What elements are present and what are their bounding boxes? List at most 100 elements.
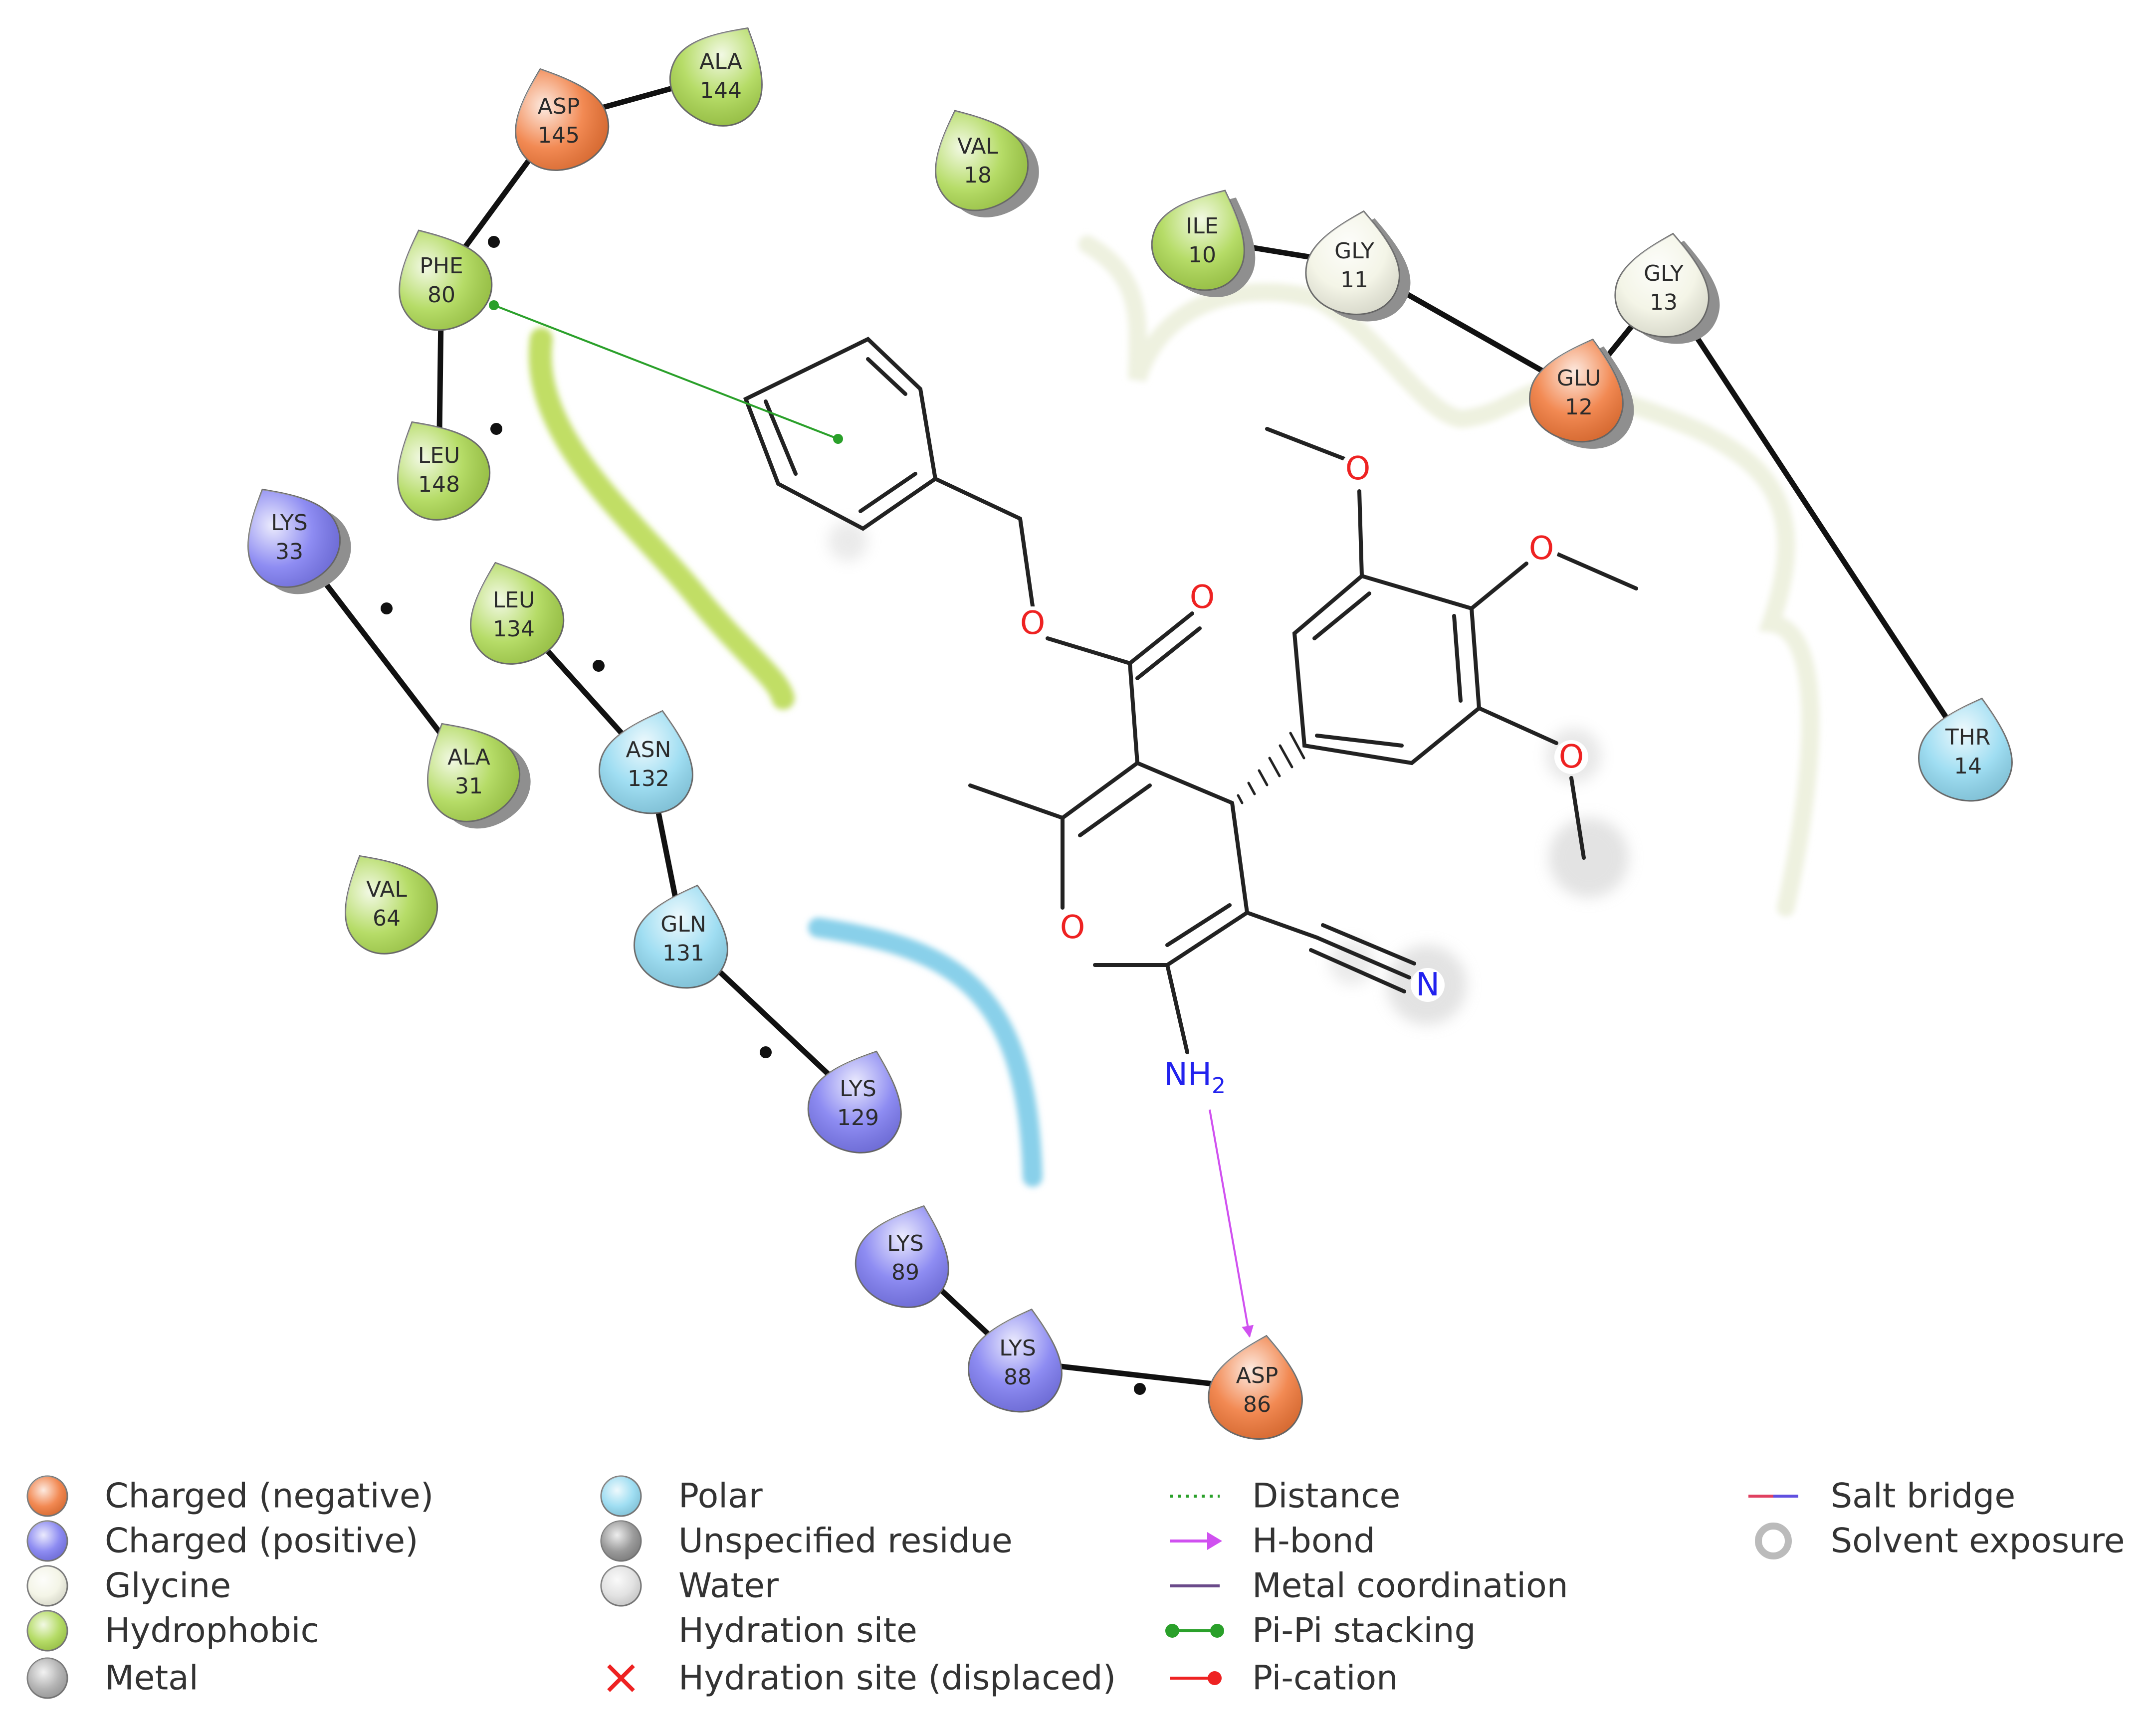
ligand-structure (743, 337, 1638, 1054)
legend-swatch-highlight (27, 1521, 67, 1561)
legend-arrow-icon (1207, 1532, 1222, 1550)
atom-backdrop (1341, 452, 1375, 486)
residue-highlight (599, 711, 693, 813)
residue-highlight (1529, 339, 1623, 442)
atom-label-o-methoxy-2: O (1529, 530, 1554, 567)
residue-highlight (470, 563, 564, 664)
legend-swatch-highlight (601, 1521, 641, 1561)
legend-item: Charged (negative) (26, 1475, 433, 1517)
residue-highlight (1306, 211, 1400, 315)
legend-item: Metal (26, 1657, 199, 1699)
residue-highlight (1919, 698, 2012, 801)
residue-name: LYS (999, 1336, 1036, 1361)
legend-label: Salt bridge (1831, 1477, 2015, 1516)
residue-name: ALA (699, 49, 742, 74)
backbone-link (1661, 284, 1971, 754)
residue-highlight (634, 885, 728, 988)
residue-highlight (1209, 1336, 1302, 1439)
residue-highlight (935, 111, 1028, 210)
legend-item: Unspecified residue (600, 1520, 1013, 1562)
backbone-node (593, 660, 605, 672)
atom-label-o-carbonyl: O (1190, 579, 1215, 616)
pocket-hydrophobic-arc (529, 328, 795, 710)
residue-highlight (1152, 191, 1245, 290)
backbone-node (381, 602, 393, 614)
legend-label: Distance (1252, 1477, 1400, 1516)
legend-label: H-bond (1252, 1522, 1375, 1561)
residue-number: 11 (1340, 267, 1368, 293)
phenyl-ring (743, 337, 938, 531)
residue-name: LYS (271, 510, 307, 536)
residue-number: 86 (1243, 1392, 1271, 1417)
residue-name: THR (1945, 725, 1991, 750)
legend-item: Charged (positive) (26, 1520, 419, 1562)
legend-label: Metal (105, 1659, 199, 1698)
pocket-glycine-arc (1078, 235, 1820, 917)
residue-name: GLN (660, 912, 706, 937)
atom-label-o-ring: O (1060, 909, 1085, 946)
atom-backdrop (1554, 740, 1588, 774)
legend-label: Pi-Pi stacking (1252, 1611, 1476, 1651)
legend-swatch-highlight (27, 1476, 67, 1516)
h-bond-arrow (1209, 1109, 1254, 1338)
residue-name: ASP (1236, 1363, 1279, 1388)
residue-number: 13 (1650, 290, 1678, 315)
residue-highlight (808, 1051, 901, 1153)
legend-item: Distance (1170, 1477, 1400, 1516)
residue-number: 134 (493, 616, 535, 642)
residue-number: 132 (628, 766, 669, 791)
legend-ring-icon (1755, 1523, 1792, 1559)
benzyl-ester-linker (933, 477, 1202, 765)
residue-number: 10 (1188, 242, 1216, 268)
solvent-exposure-halo (828, 521, 868, 561)
legend-label: Pi-cation (1252, 1659, 1398, 1698)
residue-name: LYS (887, 1231, 923, 1256)
legend-swatch-highlight (27, 1658, 67, 1698)
residue-name: PHE (420, 253, 463, 279)
atom-backdrop (1185, 580, 1219, 614)
residue-name: VAL (366, 877, 407, 902)
residue-lys33: LYS 33 (247, 488, 351, 594)
legend-item: Solvent exposure (1755, 1522, 2125, 1561)
legend-item: Pi-Pi stacking (1165, 1611, 1476, 1651)
legend-label: Polar (678, 1477, 763, 1516)
solvent-exposure-halos (828, 521, 1629, 1025)
residue-highlight (1615, 233, 1709, 337)
atom-label-o-methoxy-1: O (1345, 450, 1370, 487)
residue-number: 33 (275, 539, 303, 565)
legend-dot (1208, 1671, 1222, 1685)
residue-number: 129 (837, 1105, 879, 1131)
legend-item: Water (600, 1565, 779, 1607)
legend-item: Hydrophobic (26, 1610, 319, 1652)
interactions (489, 300, 1254, 1338)
legend-cross-icon (607, 1664, 635, 1692)
pyran-ring (968, 761, 1250, 1054)
residue-asp86: ASP 86 (1208, 1335, 1303, 1440)
legend-label: Glycine (105, 1566, 231, 1606)
pi-pi-endpoint (833, 434, 843, 444)
legend-item: Hydration site (displaced) (607, 1659, 1116, 1698)
legend-item: H-bond (1170, 1522, 1375, 1561)
residue-number: 18 (964, 163, 992, 188)
atom-backdrop (1411, 968, 1445, 1002)
residue-number: 12 (1565, 394, 1593, 420)
residue-highlight (398, 422, 490, 520)
legend-label: Water (678, 1566, 779, 1606)
residue-name: VAL (957, 134, 998, 159)
atom-backdrop (1524, 532, 1558, 566)
